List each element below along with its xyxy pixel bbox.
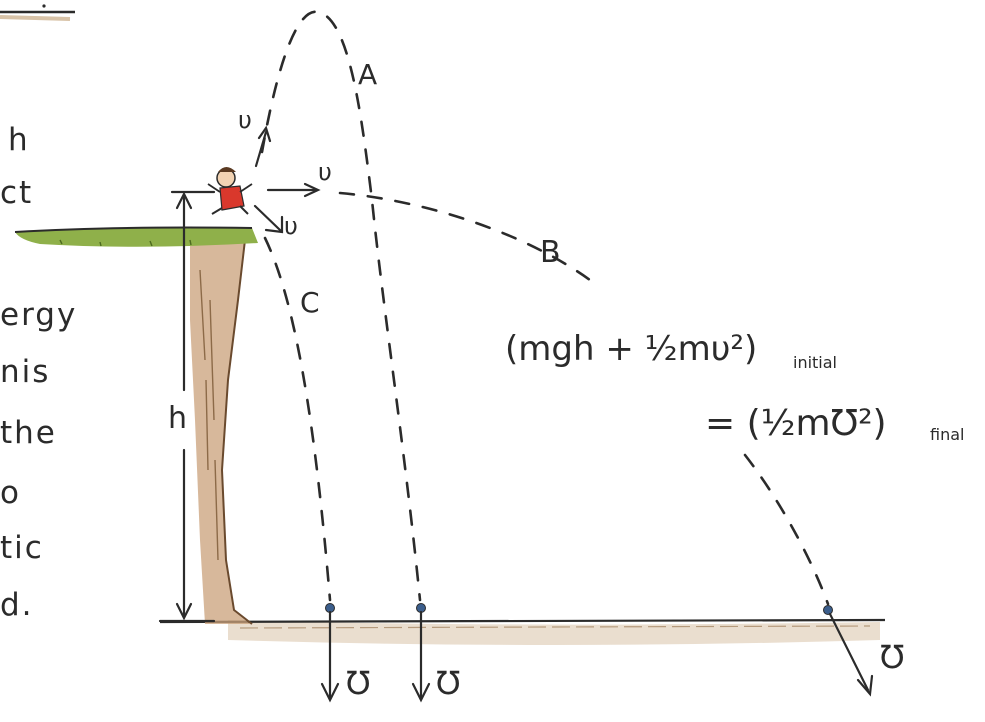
velocity-label-up: υ <box>238 106 252 134</box>
equation-lhs-subscript: initial <box>793 353 837 372</box>
final-velocity-a: Ʊ <box>436 664 460 702</box>
trajectory-a <box>260 10 422 602</box>
path-label-a: A <box>358 58 377 91</box>
height-label: h <box>168 401 187 436</box>
equation-rhs: = (½mƱ²) <box>705 403 887 444</box>
equation-lhs: (mgh + ½mυ²) <box>505 329 757 369</box>
text-fragment-3: ergy <box>0 297 78 333</box>
trajectory-c <box>263 236 332 602</box>
landing-b <box>823 605 874 697</box>
ground <box>159 618 886 645</box>
grass <box>14 226 258 247</box>
velocity-label-horizontal: υ <box>318 158 332 186</box>
final-velocity-b: Ʊ <box>880 638 904 676</box>
person-figure <box>207 167 253 215</box>
landing-a <box>411 603 431 703</box>
velocity-label-down: υ <box>284 212 298 240</box>
text-fragment-4: nis <box>0 354 51 390</box>
equation-rhs-subscript: final <box>930 425 964 444</box>
equation: (mgh + ½mυ²) initial = (½mƱ²) final <box>505 329 964 444</box>
height-dimension <box>158 190 216 623</box>
text-fragment-5: the <box>0 415 57 451</box>
path-label-c: C <box>300 286 320 319</box>
path-label-b: B <box>540 235 561 270</box>
top-left-line <box>0 4 75 21</box>
text-fragment-6: o <box>0 475 21 511</box>
text-fragment-7: tic <box>0 530 44 566</box>
landing-c <box>320 603 340 703</box>
text-fragment-1: h <box>8 122 30 158</box>
cliff <box>190 239 253 625</box>
initial-velocity-arrows <box>253 125 321 234</box>
text-fragment-8: d. <box>0 587 34 623</box>
trajectory-b <box>338 191 830 606</box>
final-velocity-c: Ʊ <box>346 664 370 702</box>
text-fragment-2: ct <box>0 175 34 211</box>
